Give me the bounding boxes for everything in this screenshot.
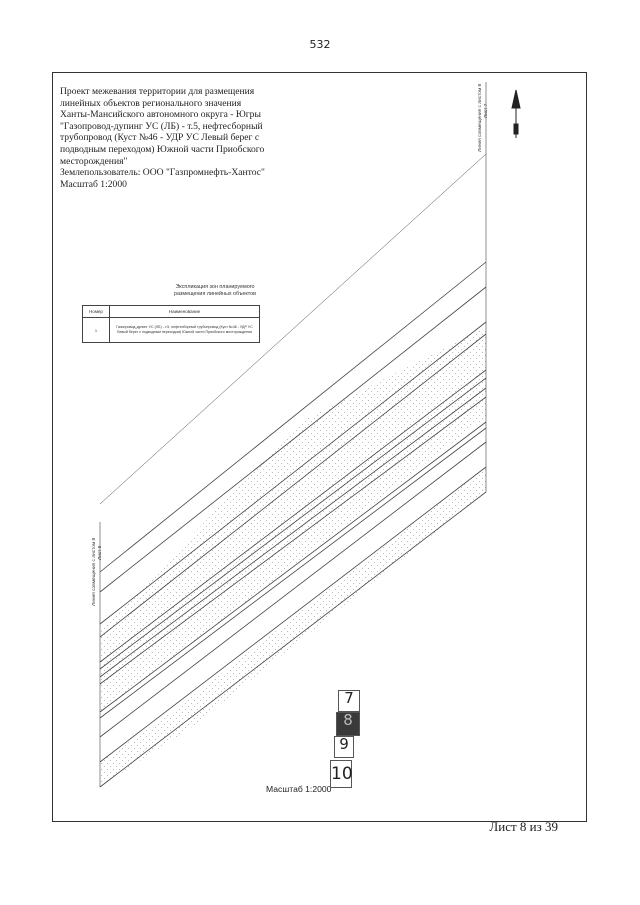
match-line-sheet-top: Лист 7 bbox=[484, 103, 489, 118]
north-arrow-icon bbox=[511, 89, 521, 138]
boundary-line bbox=[99, 387, 487, 678]
hatched-zone-lower bbox=[100, 467, 486, 787]
title-block: Проект межевания территории для размещен… bbox=[60, 86, 300, 190]
boundary-line bbox=[99, 377, 487, 670]
column-header-name: Наименование bbox=[109, 305, 260, 318]
match-line-sheet-left: Лист 9 bbox=[98, 545, 103, 560]
boundary-line bbox=[99, 369, 487, 663]
column-header-number: Номер bbox=[82, 305, 110, 318]
explication-title: Экспликация зон планируемого размещения … bbox=[120, 284, 310, 298]
land-user: Землепользователь: ООО "Газпромнефть-Хан… bbox=[60, 167, 265, 179]
thin-boundary-line bbox=[99, 153, 487, 505]
title-line: месторождения" bbox=[60, 155, 128, 167]
table-row: 1 Газопровод-дупинг УС (ЛБ) - т.5, нефте… bbox=[82, 317, 260, 343]
scale-label: Масштаб 1:2000 bbox=[266, 784, 332, 794]
row-number: 1 bbox=[82, 317, 110, 343]
sheet-index-above: 7 bbox=[338, 690, 360, 712]
boundary-line bbox=[99, 396, 487, 685]
boundary-line bbox=[99, 321, 487, 625]
explication-table: Номер Наименование 1 Газопровод-дупинг У… bbox=[82, 305, 260, 343]
hatched-zone-upper bbox=[100, 327, 486, 712]
row-name: Газопровод-дупинг УС (ЛБ) - т.5, нефтесб… bbox=[109, 317, 260, 343]
title-line: Проект межевания территории для размещен… bbox=[60, 86, 255, 97]
match-line-label-top: Линия совмещения с листом 8 bbox=[478, 83, 483, 152]
explication-title-line: Экспликация зон планируемого bbox=[175, 284, 255, 290]
title-scale: Масштаб 1:2000 bbox=[60, 178, 127, 190]
boundary-line bbox=[99, 421, 487, 713]
explication-title-line: размещения линейных объектов bbox=[173, 291, 257, 297]
drawing-frame bbox=[52, 72, 587, 822]
boundary-line bbox=[99, 466, 487, 763]
title-line: Ханты-Мансийского автономного округа - Ю… bbox=[60, 109, 261, 121]
sheet-index-next: 9 bbox=[334, 736, 354, 758]
explication-header-row: Номер Наименование bbox=[82, 305, 260, 318]
sheet-counter: Лист 8 из 39 bbox=[489, 819, 558, 834]
match-line-label-left: Линия совмещения с листом 8 bbox=[92, 537, 97, 606]
sheet-index-last: 10 bbox=[330, 760, 353, 788]
cadastral-drawing bbox=[99, 82, 521, 788]
title-line: трубопровод (Куст №46 - УДР УС Левый бер… bbox=[60, 132, 260, 144]
boundary-line bbox=[99, 286, 487, 593]
page-number: 532 bbox=[309, 38, 331, 51]
boundary-line bbox=[99, 333, 487, 638]
sheet-index-current: 8 bbox=[336, 712, 360, 736]
title-line: "Газопровод-дупинг УС (ЛБ) - т.5, нефтес… bbox=[60, 120, 263, 132]
boundary-line bbox=[99, 491, 487, 788]
title-line: подводным переходом) Южной части Приобск… bbox=[60, 143, 265, 155]
boundary-line bbox=[99, 261, 487, 573]
boundary-line bbox=[99, 441, 487, 738]
boundary-line bbox=[99, 427, 487, 719]
title-line: линейных объектов регионального значения bbox=[60, 97, 242, 109]
